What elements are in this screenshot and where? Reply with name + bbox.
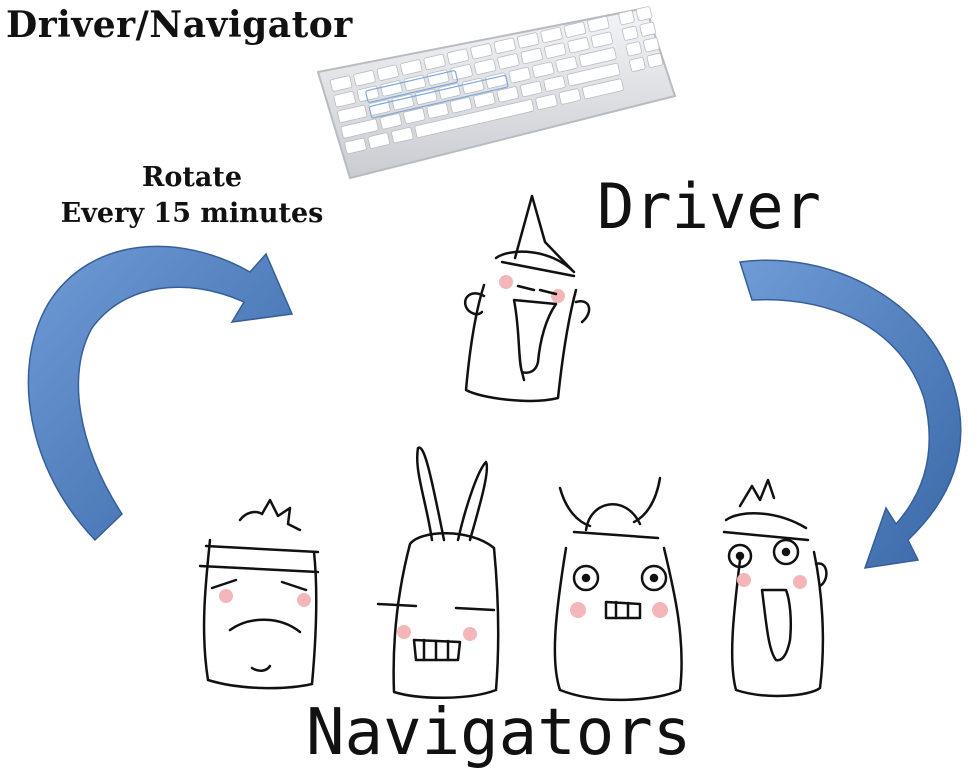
- rotate-caption-line1: Rotate: [141, 162, 243, 193]
- rotation-arrow-left-icon: [27, 245, 294, 542]
- navigator-character-icon: [722, 478, 828, 698]
- driver-label: Driver: [597, 170, 821, 243]
- rotate-caption-line2: Every 15 minutes: [60, 198, 324, 229]
- navigator-character-icon: [376, 446, 500, 700]
- driver-character-icon: [463, 194, 591, 403]
- keyboard-icon: [316, 6, 677, 180]
- navigator-character-icon: [553, 476, 683, 702]
- navigator-character-icon: [198, 498, 320, 690]
- rotation-arrow-right-icon: [739, 259, 962, 569]
- navigators-label: Navigators: [306, 696, 692, 770]
- rotate-caption: Rotate Every 15 minutes: [22, 160, 362, 232]
- diagram-title: Driver/Navigator: [6, 4, 353, 46]
